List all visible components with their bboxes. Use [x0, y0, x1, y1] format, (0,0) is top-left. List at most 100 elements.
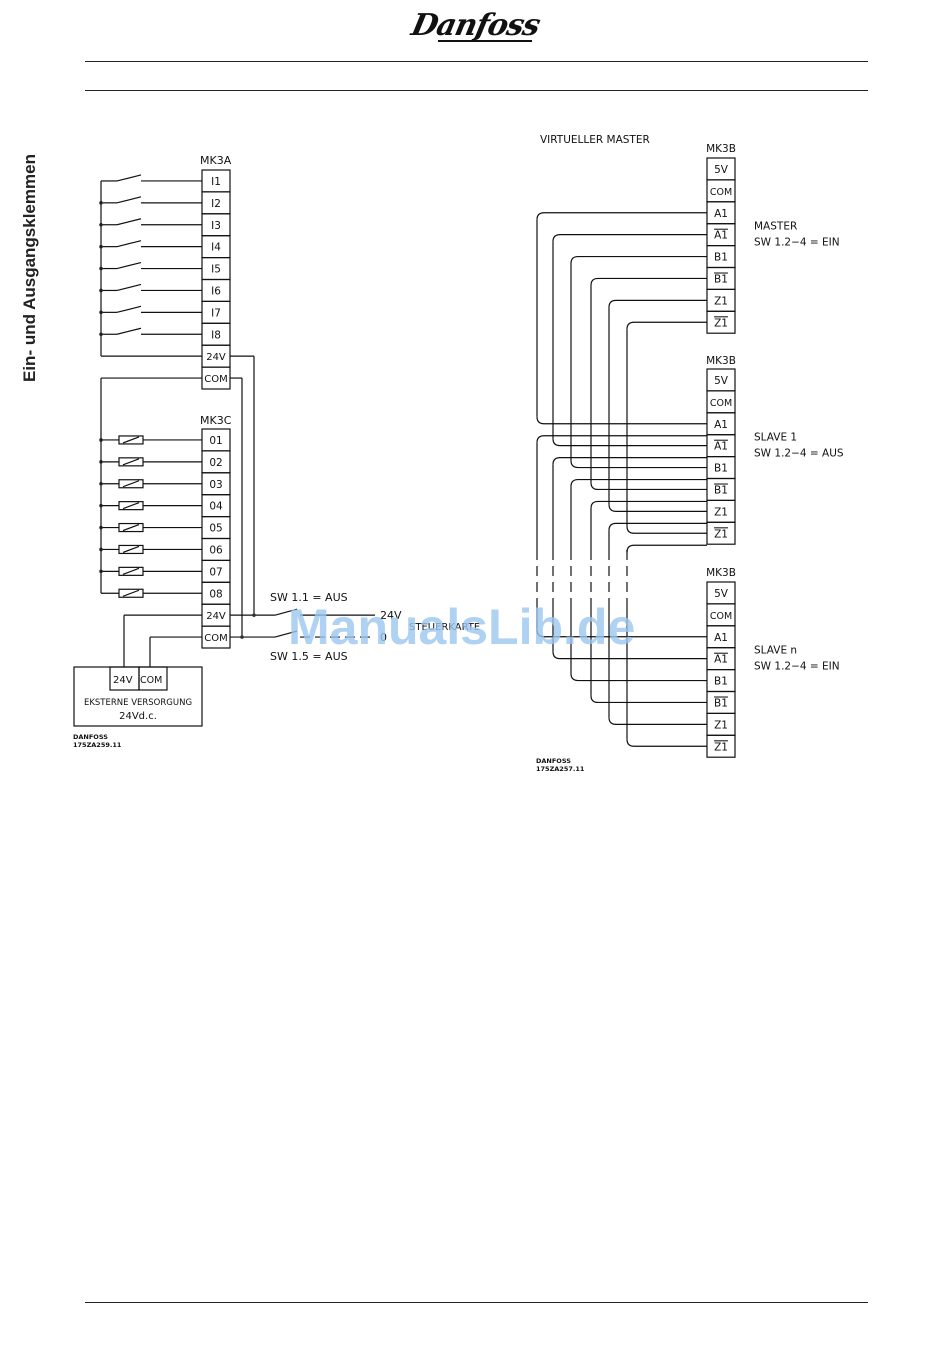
terminal-z1: Z1	[714, 719, 728, 731]
terminal-5v: 5V	[714, 375, 729, 387]
bus-wire-slave1-continue	[590, 500, 707, 509]
terminal-i2: I2	[211, 198, 221, 210]
terminal-b1-inverted: B1	[714, 698, 728, 710]
terminal-b1: B1	[714, 252, 728, 264]
virtual-master-title: VIRTUELLER MASTER	[540, 134, 650, 146]
bus-wires	[536, 212, 707, 747]
bus-wire-master	[552, 234, 707, 242]
junction-dot	[240, 635, 244, 639]
junction-dot	[252, 613, 256, 617]
terminal-a1: A1	[714, 208, 728, 220]
terminal-24v: 24V	[206, 352, 226, 363]
bus-wire-slave-n	[608, 717, 707, 725]
switch-setting-label: SW 1.2−4 = EIN	[754, 661, 840, 673]
terminal-b1-inverted: B1	[714, 485, 728, 497]
switch-contact	[116, 174, 142, 182]
terminal-a1: A1	[714, 632, 728, 644]
bus-wire-slave-n	[536, 629, 707, 638]
terminal-com: COM	[710, 398, 732, 409]
header-rule-top	[85, 61, 868, 62]
switch-contact	[116, 261, 142, 270]
footer-rule	[85, 1302, 868, 1303]
mk3c-label: MK3C	[200, 414, 232, 427]
switch-contact	[116, 196, 142, 204]
terminal-i8: I8	[211, 329, 221, 341]
relay-coil-slash	[122, 480, 140, 488]
bus-wire-slave1-continue	[552, 457, 707, 465]
terminal-i1: I1	[211, 176, 221, 188]
terminal-z1-inverted: Z1	[714, 741, 728, 753]
switch-setting-label: SW 1.2−4 = EIN	[754, 237, 840, 249]
ext-24v-label: 24V	[113, 675, 133, 686]
terminal-a1-inverted: A1	[714, 654, 728, 666]
bus-wire-slave1-continue	[536, 435, 707, 443]
switch-contact	[116, 283, 142, 292]
switch-contact	[116, 218, 142, 226]
bus-wire-master	[626, 321, 707, 330]
terminal-06: 06	[209, 545, 223, 557]
bus-wire-slave1	[590, 482, 707, 491]
mk3b-label: MK3B	[706, 567, 736, 579]
relay-coil-slash	[122, 502, 140, 510]
switch-sw11-label: SW 1.1 = AUS	[270, 591, 348, 604]
terminal-z1: Z1	[714, 295, 728, 307]
switch-contact	[116, 305, 142, 313]
terminal-com: COM	[204, 374, 227, 385]
ext-terminal-com	[138, 666, 168, 691]
mk3b-label: MK3B	[706, 143, 736, 155]
terminal-5v: 5V	[714, 164, 729, 176]
bus-wire-slave-n	[626, 739, 707, 747]
terminal-03: 03	[209, 479, 222, 491]
bus-wire-slave-n	[590, 695, 707, 704]
bus-wire-master	[536, 212, 707, 220]
switch-sw15-label: SW 1.5 = AUS	[270, 650, 348, 663]
ref-code-left: 175ZA259.11	[73, 741, 122, 749]
terminal-a1-inverted: A1	[714, 441, 728, 453]
terminal-07: 07	[209, 566, 222, 578]
role-label: SLAVE 1	[754, 432, 797, 444]
terminal-i7: I7	[211, 307, 221, 319]
bus-wire-master	[590, 277, 707, 286]
terminal-a1: A1	[714, 419, 728, 431]
bus-wire-slave1-continue	[570, 478, 707, 487]
ext-supply-title: EKSTERNE VERSORGUNG	[84, 698, 192, 708]
switch-sw15-contact	[274, 630, 298, 638]
bus-wire-slave-n	[570, 673, 707, 682]
bus-wire-slave1-continue	[608, 522, 707, 531]
terminal-z1-inverted: Z1	[714, 528, 728, 540]
bus-wire-slave1	[570, 460, 707, 469]
header-rule-bottom	[85, 90, 868, 91]
line-0-label: 0	[380, 631, 387, 644]
bus-wire-slave-n	[552, 651, 707, 660]
logo-underline	[438, 40, 532, 42]
right-diagram: VIRTUELLER MASTER MK3B5VCOMA1A1B1B1Z1Z1M…	[536, 134, 844, 773]
terminal-05: 05	[209, 523, 222, 535]
switch-sw11-contact	[274, 608, 298, 616]
terminal-b1: B1	[714, 676, 728, 688]
terminal-z1-inverted: Z1	[714, 317, 728, 329]
terminal-z1: Z1	[714, 506, 728, 518]
mk3b-label: MK3B	[706, 355, 736, 367]
ext-supply-voltage: 24Vd.c.	[119, 711, 157, 722]
terminal-i4: I4	[211, 242, 221, 254]
terminal-01: 01	[209, 435, 222, 447]
terminal-24v: 24V	[206, 611, 226, 622]
switch-contact	[116, 327, 142, 335]
terminal-5v: 5V	[714, 588, 729, 600]
terminal-04: 04	[209, 501, 223, 513]
ref-danfoss-right: DANFOSS	[536, 757, 571, 765]
bus-wire-master	[608, 299, 707, 308]
ref-danfoss-left: DANFOSS	[73, 733, 108, 741]
bus-wire-master	[570, 255, 707, 264]
mk3a-label: MK3A	[200, 154, 232, 167]
line-24v-label: 24V	[380, 609, 402, 622]
bus-wire-slave1	[626, 526, 707, 534]
terminal-i3: I3	[211, 220, 221, 232]
relay-coil-slash	[122, 567, 140, 575]
